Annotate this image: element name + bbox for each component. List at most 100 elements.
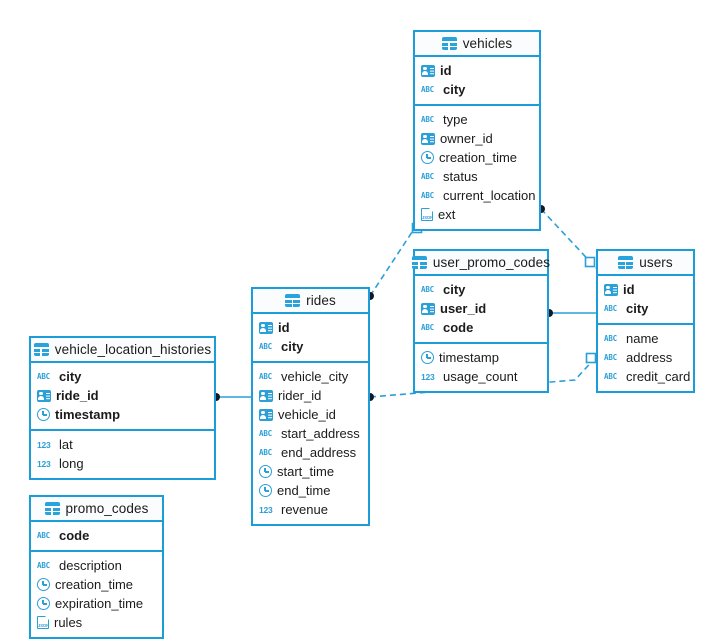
table-field: ext [415,205,539,224]
primary-key-field: ride_id [31,386,214,405]
text-type-icon: ABC [604,333,617,343]
field-name: revenue [281,502,328,517]
table-grid-icon [441,37,457,50]
field-name: usage_count [443,369,518,384]
table-header[interactable]: vehicles [415,32,539,57]
field-name: current_location [443,188,536,203]
primary-key-field: ABC code [31,526,162,545]
table-field: expiration_time [31,594,162,613]
text-type-icon: ABC [421,171,434,181]
table-grid-icon [618,256,634,269]
table-field: 123 revenue [253,500,368,519]
field-name: vehicle_id [278,407,336,422]
field-name: city [626,301,649,316]
table-field: ABC name [598,329,693,348]
field-name: owner_id [440,131,493,146]
field-name: end_address [281,445,357,460]
id-card-icon [37,389,51,402]
id-card-icon [259,321,273,334]
table-header[interactable]: user_promo_codes [411,251,550,276]
field-name: name [626,331,659,346]
text-type-icon: ABC [604,352,617,362]
table-field: ABC status [415,167,539,186]
table-grid-icon [285,294,301,307]
table-name: rides [306,293,336,308]
text-type-icon: ABC [421,322,434,332]
table-field: rider_id [253,386,368,405]
text-type-icon: ABC [421,190,434,200]
field-name: start_address [281,426,360,441]
field-name: credit_card [626,369,691,384]
table-field: ABC credit_card [598,367,693,386]
table-field: timestamp [415,348,547,367]
field-name: vehicle_city [281,369,349,384]
field-name: code [59,528,90,543]
primary-key-field: timestamp [31,405,214,424]
table-field: ABC start_address [253,424,368,443]
text-type-icon: ABC [259,428,272,438]
field-name: timestamp [55,407,121,422]
table-header[interactable]: vehicle_location_histories [31,338,214,363]
id-card-icon [259,389,273,402]
text-type-icon: ABC [604,303,617,313]
text-type-icon: ABC [421,114,434,124]
field-name: creation_time [55,577,134,592]
number-type-icon: 123 [37,458,51,469]
field-name: creation_time [439,150,518,165]
table-header[interactable]: rides [253,289,368,314]
id-card-icon [259,408,273,421]
clock-icon [259,484,272,497]
clock-icon [37,578,50,591]
text-type-icon: ABC [37,530,50,540]
table-field: owner_id [415,129,539,148]
field-name: code [443,320,474,335]
field-name: start_time [277,464,335,479]
id-card-icon [421,64,435,77]
primary-key-field: user_id [415,299,547,318]
field-name: id [278,320,290,335]
number-type-icon: 123 [421,371,435,382]
primary-key-field: ABC code [415,318,547,337]
field-name: ext [438,207,456,222]
table-header[interactable]: users [598,251,693,276]
relationship-line-rides-vehicles[interactable] [369,222,419,297]
text-type-icon: ABC [604,371,617,381]
field-name: status [443,169,478,184]
table-field: ABC end_address [253,443,368,462]
table-field: 123 usage_count [415,367,547,386]
table-header[interactable]: promo_codes [31,497,162,522]
json-document-icon [37,615,50,629]
field-name: city [281,339,304,354]
field-name: city [443,282,466,297]
number-type-icon: 123 [37,439,51,450]
field-name: rules [54,615,83,630]
field-name: description [59,558,122,573]
id-card-icon [604,283,618,296]
primary-key-field: ABC city [598,299,693,318]
text-type-icon: ABC [259,447,272,457]
clock-icon [37,408,50,421]
number-type-icon: 123 [259,504,273,515]
table-field: ABC current_location [415,186,539,205]
primary-key-field: id [253,318,368,337]
